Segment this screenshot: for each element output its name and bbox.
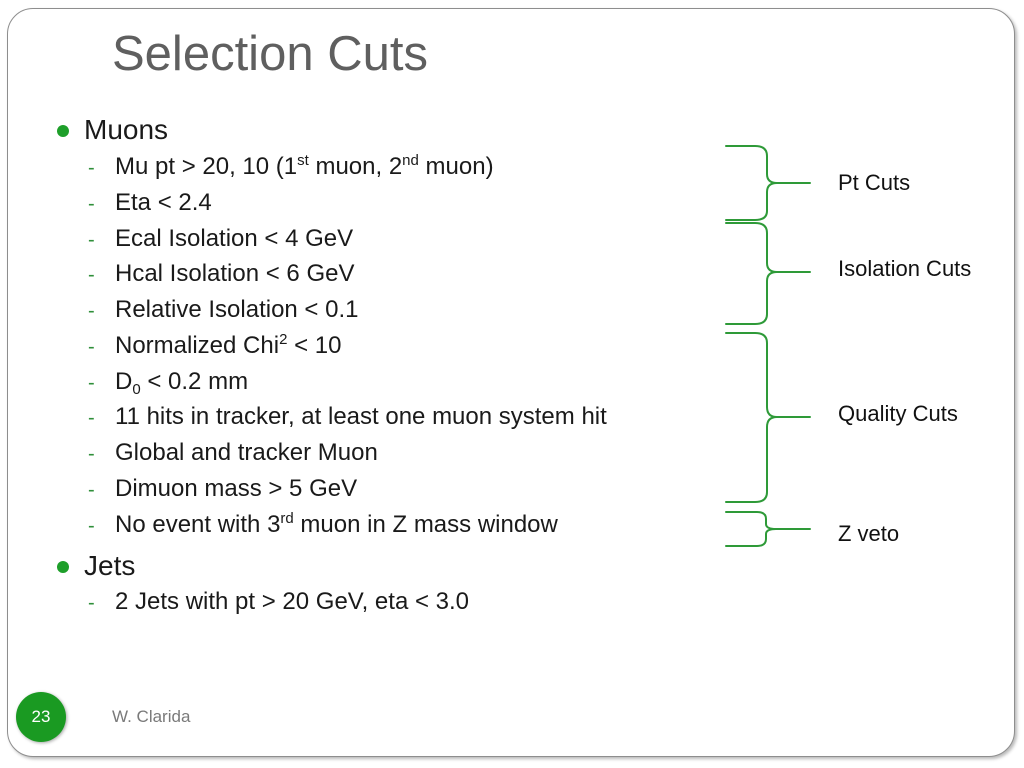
brace-label-isolation-cuts: Isolation Cuts (838, 256, 972, 281)
cut-item-dimuon-mass: Dimuon mass > 5 GeV (115, 475, 358, 502)
dash-icon: - (88, 372, 95, 394)
dash-icon: - (88, 407, 95, 429)
footer-author: W. Clarida (112, 707, 191, 726)
cut-item-third-muon-veto: No event with 3rd muon in Z mass window (115, 510, 558, 538)
page-number-badge: 23 (16, 692, 66, 742)
cut-item-ecal-isolation: Ecal Isolation < 4 GeV (115, 225, 354, 252)
dash-icon: - (88, 592, 95, 614)
isolation-cuts-brace-icon (725, 222, 811, 325)
dash-icon: - (88, 193, 95, 215)
dash-icon: - (88, 157, 95, 179)
cut-item-global-tracker-muon: Global and tracker Muon (115, 439, 378, 466)
dash-icon: - (88, 300, 95, 322)
brace-label-z-veto: Z veto (838, 521, 900, 546)
brace-label-quality-cuts: Quality Cuts (838, 401, 958, 426)
cut-item-hcal-isolation: Hcal Isolation < 6 GeV (115, 260, 355, 287)
dash-icon: - (88, 479, 95, 501)
bullet-dot-icon (57, 561, 69, 573)
dash-icon: - (88, 336, 95, 358)
cut-item-d0: D0 < 0.2 mm (115, 368, 249, 398)
bullet-dot-icon (57, 125, 69, 137)
dash-icon: - (88, 264, 95, 286)
brace-label-pt-cuts: Pt Cuts (838, 170, 911, 195)
quality-cuts-brace-icon (725, 332, 811, 503)
cut-item-tracker-hits: 11 hits in tracker, at least one muon sy… (115, 403, 607, 430)
section-heading-muons: Muons (84, 114, 169, 145)
dash-icon: - (88, 229, 95, 251)
section-heading-jets: Jets (84, 550, 136, 581)
cut-item-eta: Eta < 2.4 (115, 189, 212, 216)
dash-icon: - (88, 443, 95, 465)
dash-icon: - (88, 515, 95, 537)
z-veto-brace-icon (725, 511, 811, 547)
cut-item-mu-pt: Mu pt > 20, 10 (1st muon, 2nd muon) (115, 152, 494, 180)
slide-frame (7, 8, 1015, 757)
cut-item-relative-isolation: Relative Isolation < 0.1 (115, 296, 359, 323)
cut-item-jets: 2 Jets with pt > 20 GeV, eta < 3.0 (115, 588, 470, 615)
cut-item-chi2: Normalized Chi2 < 10 (115, 331, 342, 359)
slide-title: Selection Cuts (112, 27, 428, 81)
pt-cuts-brace-icon (725, 145, 811, 221)
